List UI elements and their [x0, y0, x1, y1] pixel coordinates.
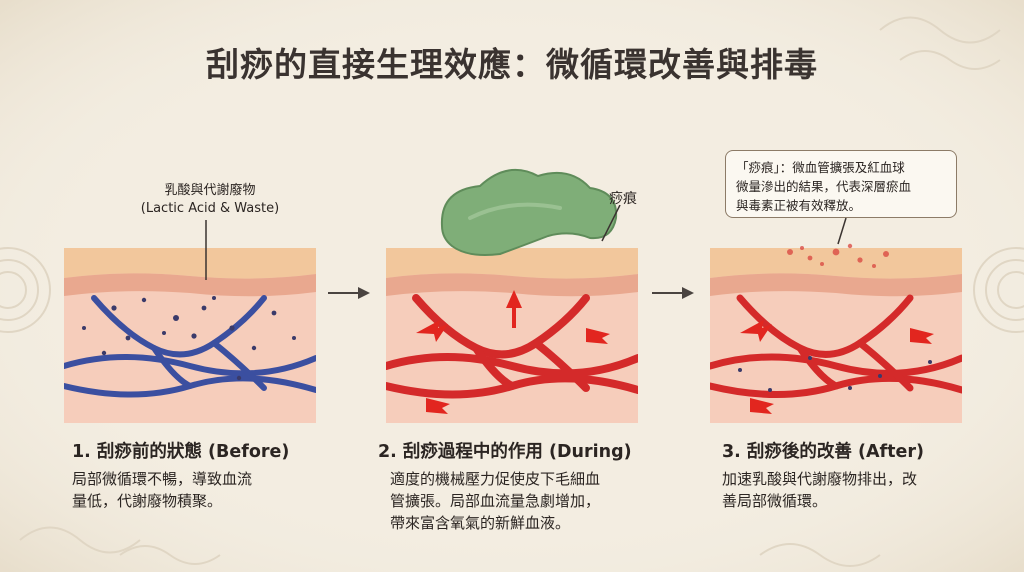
caption-body-before: 局部微循環不暢，導致血流 量低，代謝廢物積聚。 — [72, 468, 322, 512]
caption-line: 適度的機械壓力促使皮下毛細血 — [390, 470, 601, 488]
waste-label: 乳酸與代謝廢物 (Lactic Acid & Waste) — [110, 182, 310, 218]
waste-label-english: (Lactic Acid & Waste) — [140, 201, 280, 216]
caption-body-after: 加速乳酸與代謝廢物排出，改 善局部微循環。 — [722, 468, 972, 512]
arrow-right-icon-2 — [652, 287, 694, 299]
caption-body-during: 適度的機械壓力促使皮下毛細血 管擴張。局部血流量急劇增加， 帶來富含氧氣的新鮮血… — [390, 468, 650, 534]
caption-title-during: 2. 刮痧過程中的作用 (During) — [378, 442, 632, 462]
panel-before — [64, 238, 316, 423]
panel-after — [710, 238, 962, 423]
sha-mark-callout: 「痧痕」：微血管擴張及紅血球 微量滲出的結果，代表深層瘀血 與毒素正被有效釋放。 — [725, 150, 957, 218]
caption-title-after: 3. 刮痧後的改善 (After) — [722, 442, 925, 462]
arrow-right-icon — [328, 287, 370, 299]
panel-during — [386, 238, 638, 423]
jade-guasha-tool — [440, 169, 618, 256]
caption-line: 帶來富含氧氣的新鮮血液。 — [390, 514, 571, 532]
caption-line: 管擴張。局部血流量急劇增加， — [390, 492, 601, 510]
caption-line: 加速乳酸與代謝廢物排出，改 — [722, 470, 918, 488]
callout-line-2: 微量滲出的結果，代表深層瘀血 — [736, 179, 912, 194]
skin-cross-section-after — [710, 243, 962, 423]
skin-cross-section-before — [64, 248, 316, 423]
sha-mark-pointer — [601, 205, 621, 242]
caption-line: 量低，代謝廢物積聚。 — [72, 492, 223, 510]
caption-title-before: 1. 刮痧前的狀態 (Before) — [72, 442, 290, 462]
callout-line-1: 「痧痕」：微血管擴張及紅血球 — [736, 160, 905, 175]
caption-line: 局部微循環不暢，導致血流 — [72, 470, 253, 488]
waste-label-chinese: 乳酸與代謝廢物 — [164, 183, 256, 198]
callout-line-3: 與毒素正被有效釋放。 — [736, 198, 862, 213]
sha-mark-label: 痧痕 — [609, 191, 637, 207]
caption-line: 善局部微循環。 — [722, 492, 828, 510]
waste-pointer-line — [205, 220, 207, 280]
callout-pointer — [837, 218, 847, 245]
page-title: 刮痧的直接生理效應：微循環改善與排毒 — [206, 45, 818, 84]
skin-cross-section-during — [386, 248, 638, 423]
